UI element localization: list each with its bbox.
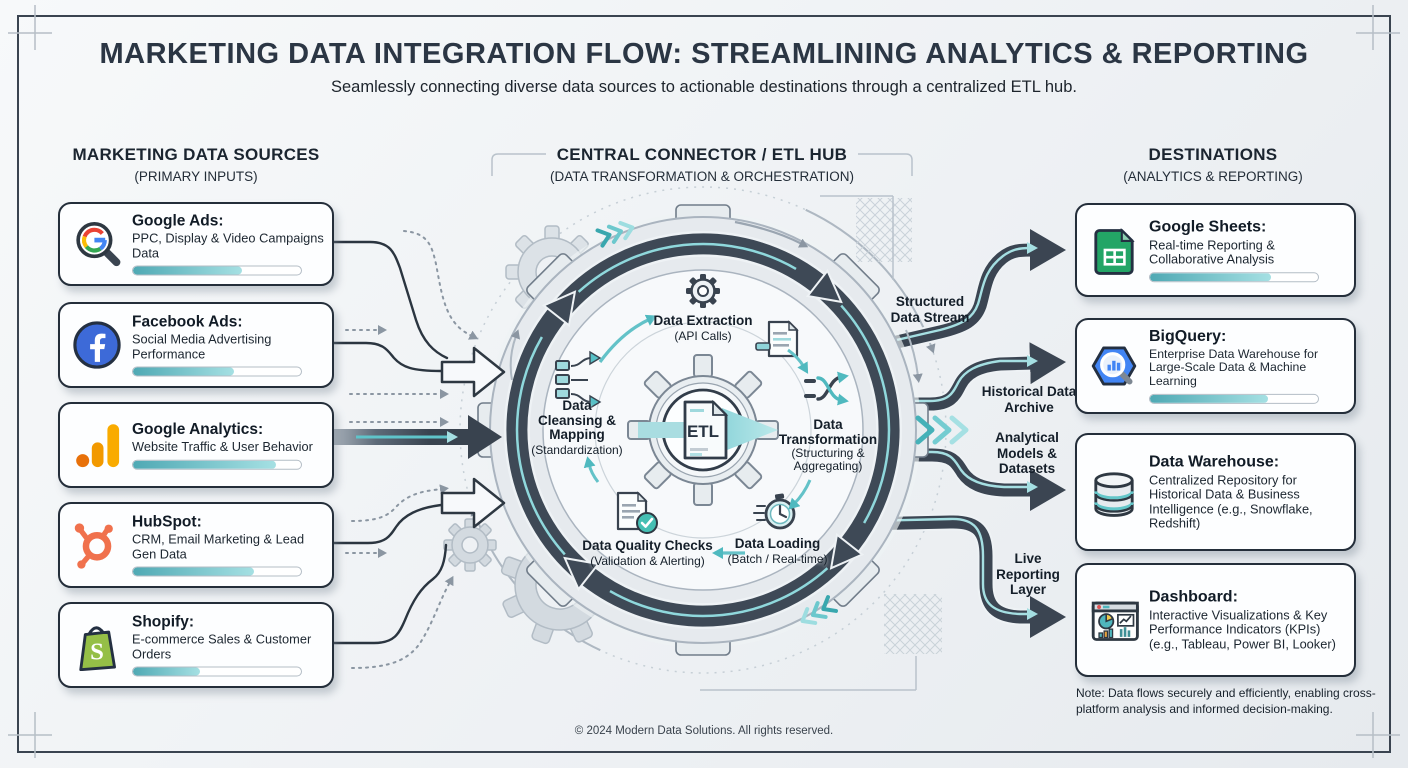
blueprint-lines	[491, 153, 917, 691]
stage-data-quality-checks: Data Quality Checks(Validation & Alertin…	[582, 538, 713, 568]
google-analytics-icon	[76, 424, 120, 468]
destinations-header: DESTINATIONS	[1148, 145, 1278, 164]
chevrons-top-left	[595, 220, 635, 248]
card-title: Shopify:	[132, 613, 194, 631]
dashboard-icon	[1091, 601, 1139, 641]
etl-document-icon	[683, 399, 729, 460]
destination-pipes	[860, 229, 1066, 638]
chevrons-bottom-right	[800, 595, 838, 625]
progress-bar	[1149, 394, 1319, 405]
hubspot-icon	[74, 523, 113, 569]
svg-text:S: S	[90, 638, 104, 665]
destination-card-google-sheets: Google Sheets: Real-time Reporting & Col…	[1075, 203, 1356, 297]
google-sheets-icon	[1094, 227, 1135, 275]
stopwatch-icon	[753, 493, 796, 530]
bigquery-icon	[1091, 346, 1137, 386]
source-card-google-ads: Google Ads: PPC, Display & Video Campaig…	[58, 202, 334, 286]
sources-subheader: (PRIMARY INPUTS)	[134, 169, 258, 184]
card-title: Google Ads:	[132, 212, 224, 230]
copyright-footer: © 2024 Modern Data Solutions. All rights…	[574, 725, 834, 737]
blueprint-frame	[8, 5, 1400, 758]
gear-icon	[686, 274, 720, 308]
progress-bar	[132, 265, 302, 276]
crosshatch-bottom	[884, 594, 942, 654]
stage-data-extraction: Data Extraction(API Calls)	[653, 313, 753, 343]
etl-arrow-tail	[638, 422, 684, 438]
data-warehouse-icon	[1094, 472, 1134, 517]
progress-bar	[132, 459, 302, 470]
source-connectors	[330, 230, 506, 669]
card-description: Enterprise Data Warehouse for Large-Scal…	[1149, 346, 1319, 389]
card-description: PPC, Display & Video Campaigns Data	[132, 230, 324, 261]
document-icon	[755, 320, 799, 358]
card-title: HubSpot:	[132, 513, 202, 531]
card-description: E-commerce Sales & Customer Orders	[132, 631, 312, 662]
ring-flow-arrows	[503, 230, 903, 630]
stage-data-loading: Data Loading(Batch / Real-time)	[727, 536, 828, 566]
source-card-hubspot: HubSpot: CRM, Email Marketing & Lead Gen…	[58, 502, 334, 588]
destinations-subheader: (ANALYTICS & REPORTING)	[1123, 169, 1303, 184]
card-title: Google Analytics:	[132, 420, 264, 438]
destination-card-data-warehouse: Data Warehouse: Centralized Repository f…	[1075, 433, 1356, 551]
sources-header: MARKETING DATA SOURCES	[72, 145, 320, 164]
source-card-shopify: S Shopify: E-commerce Sales & Customer O…	[58, 602, 334, 688]
chevrons-right	[915, 415, 969, 445]
source-card-google-analytics: Google Analytics: Website Traffic & User…	[58, 402, 334, 488]
etl-core-gear: ETL	[627, 354, 779, 506]
shuffle-icon	[804, 371, 849, 406]
card-description: Website Traffic & User Behavior	[132, 438, 313, 454]
card-description: Social Media Advertising Performance	[132, 331, 272, 362]
card-title: Google Sheets:	[1149, 218, 1267, 236]
card-title: Facebook Ads:	[132, 313, 243, 331]
facebook-ads-icon	[73, 321, 121, 369]
stage-data-transformation: Data Transformation(Structuring & Aggreg…	[778, 417, 878, 474]
footnote: Note: Data flows securely and efficientl…	[1076, 686, 1376, 716]
card-title: Data Warehouse:	[1149, 453, 1280, 471]
card-title: BigQuery:	[1149, 327, 1227, 345]
stream-label-live-reporting: Live Reporting Layer	[996, 551, 1060, 598]
google-ads-icon	[76, 222, 121, 267]
card-description: Centralized Repository for Historical Da…	[1149, 471, 1313, 531]
card-description: Interactive Visualizations & Key Perform…	[1149, 607, 1336, 652]
crosshatch-top	[856, 198, 912, 262]
hub-subheader: (DATA TRANSFORMATION & ORCHESTRATION)	[549, 169, 854, 184]
document-check-icon	[616, 491, 658, 534]
card-description: Real-time Reporting & Collaborative Anal…	[1149, 236, 1275, 267]
progress-bar	[132, 666, 302, 677]
mapping-icon	[555, 350, 602, 410]
stream-label-structured-data: Structured Data Stream	[890, 294, 970, 325]
progress-bar	[1149, 271, 1319, 282]
page-subtitle: Seamlessly connecting diverse data sourc…	[331, 78, 1077, 96]
etl-hub-ring: ETL	[477, 204, 969, 656]
etl-arrow-head	[722, 408, 778, 452]
stream-label-historical-archive: Historical Data Archive	[981, 384, 1077, 415]
progress-bar	[132, 366, 302, 377]
hub-header: CENTRAL CONNECTOR / ETL HUB	[556, 145, 848, 164]
card-description: CRM, Email Marketing & Lead Gen Data	[132, 531, 305, 562]
destination-card-dashboard: Dashboard: Interactive Visualizations & …	[1075, 563, 1356, 677]
etl-core-label: ETL	[687, 422, 719, 441]
merge-arrows	[332, 346, 506, 529]
stream-label-analytical-models: Analytical Models & Datasets	[995, 430, 1059, 477]
page-title: MARKETING DATA INTEGRATION FLOW: STREAML…	[99, 38, 1309, 70]
destination-card-bigquery: BigQuery: Enterprise Data Warehouse for …	[1075, 318, 1356, 414]
card-title: Dashboard:	[1149, 588, 1238, 606]
progress-bar	[132, 566, 302, 577]
stage-data-cleansing-mapping: Data Cleansing & Mapping(Standardization…	[531, 398, 623, 457]
source-card-facebook-ads: Facebook Ads: Social Media Advertising P…	[58, 302, 334, 388]
inner-flow-arrows	[509, 220, 923, 559]
shopify-icon: S	[79, 626, 116, 671]
